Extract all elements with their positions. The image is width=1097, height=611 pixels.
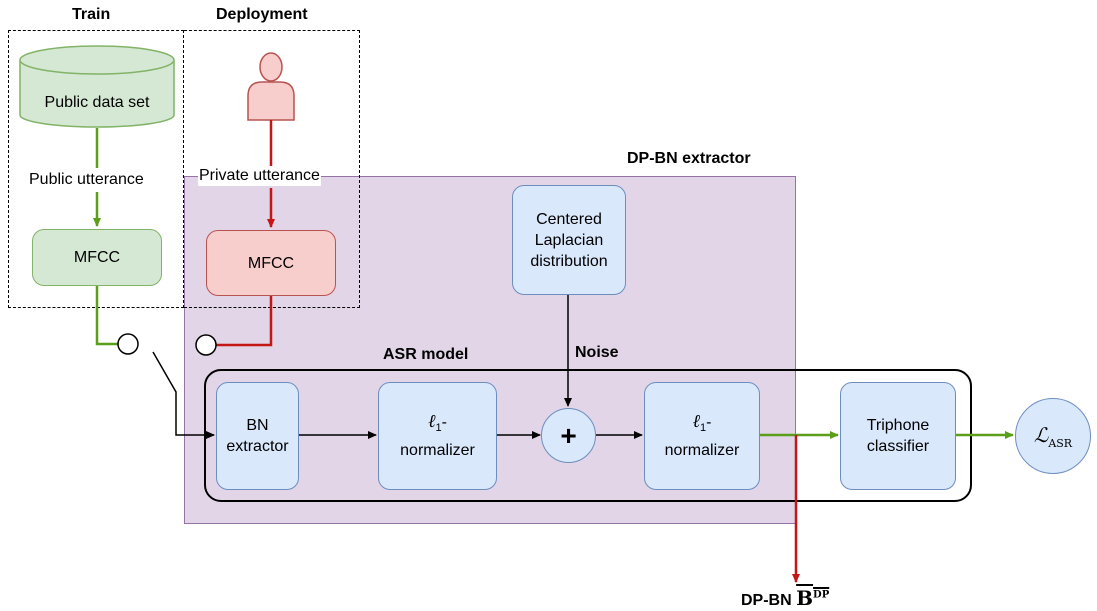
bn-extractor-box[interactable]: BN extractor — [216, 382, 299, 490]
normalizer-1-symbol: ℓ1- — [428, 411, 447, 435]
person-icon — [247, 52, 295, 121]
laplacian-label: Centered Laplacian distribution — [530, 210, 608, 270]
bn-extractor-label: BN extractor — [226, 417, 289, 455]
dp-bn-extractor-title: DP-BN extractor — [627, 150, 751, 167]
public-utterance-label: Public utterance — [28, 170, 145, 190]
switch-icon[interactable] — [117, 333, 139, 355]
add-noise-node[interactable]: + — [541, 408, 596, 463]
normalizer-2-symbol: ℓ1- — [692, 411, 712, 435]
database-icon — [19, 45, 175, 128]
noise-label: Noise — [575, 344, 619, 361]
plus-icon: + — [560, 419, 577, 451]
loss-label: ℒASR — [1033, 422, 1073, 450]
normalizer-1-box[interactable]: ℓ1- normalizer — [378, 382, 497, 490]
mfcc-deploy-box[interactable]: MFCC — [206, 230, 336, 296]
private-utterance-label: Private utterance — [198, 166, 321, 186]
loss-node[interactable]: ℒASR — [1015, 398, 1091, 474]
mfcc-train-label: MFCC — [73, 249, 121, 266]
mfcc-deploy-label: MFCC — [247, 254, 295, 272]
triphone-classifier-label: Triphone classifier — [866, 417, 930, 455]
normalizer-2-box[interactable]: ℓ1- normalizer — [644, 382, 760, 490]
laplacian-box[interactable]: Centered Laplacian distribution — [512, 185, 626, 295]
deployment-title: Deployment — [216, 6, 308, 23]
asr-model-title: ASR model — [383, 346, 469, 363]
train-title: Train — [72, 6, 111, 23]
mfcc-train-box[interactable]: MFCC — [32, 229, 162, 286]
normalizer-2-label: normalizer — [664, 441, 740, 459]
triphone-classifier-box[interactable]: Triphone classifier — [840, 382, 956, 490]
public-data-set-label: Public data set — [44, 94, 150, 111]
switch-icon[interactable] — [195, 334, 217, 356]
normalizer-1-label: normalizer — [400, 441, 475, 459]
dp-bn-output-label: DP-BN BDP — [741, 586, 830, 610]
